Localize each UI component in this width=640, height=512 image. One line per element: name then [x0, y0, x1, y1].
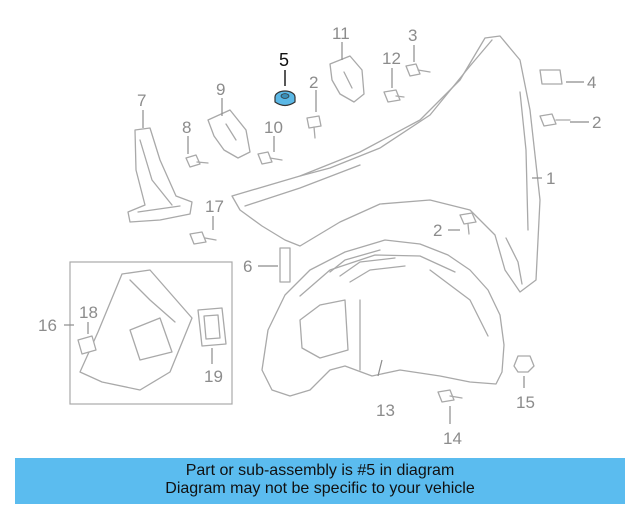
callout-11: 11 [332, 24, 350, 43]
callout-10: 10 [264, 118, 283, 137]
callout-6: 6 [243, 257, 252, 276]
callout-14: 14 [443, 429, 462, 448]
callout-3: 3 [408, 26, 417, 45]
bracket-11 [329, 55, 365, 103]
callout-8: 8 [182, 118, 191, 137]
callout-2b: 2 [309, 73, 318, 92]
callout-12: 12 [382, 49, 401, 68]
callout-18: 18 [79, 303, 98, 322]
callout-4: 4 [587, 73, 596, 92]
fender [231, 35, 541, 293]
callout-2c: 2 [433, 221, 442, 240]
callout-5: 5 [279, 50, 289, 70]
callout-16: 16 [38, 316, 57, 335]
callout-15: 15 [516, 393, 535, 412]
callout-2a: 2 [592, 113, 601, 132]
parts-diagram: 1 2 2 2 3 4 5 6 7 8 9 10 11 12 13 14 15 … [38, 24, 601, 448]
callout-9: 9 [216, 80, 225, 99]
bracket-9 [207, 109, 251, 159]
leader-lines [64, 42, 589, 424]
nut-part-5 [274, 90, 296, 107]
banner-line-2: Diagram may not be specific to your vehi… [165, 480, 475, 497]
callout-7: 7 [137, 91, 146, 110]
info-banner: Part or sub-assembly is #5 in diagram Di… [15, 458, 625, 504]
callout-labels: 1 2 2 2 3 4 5 6 7 8 9 10 11 12 13 14 15 … [38, 24, 601, 448]
callout-19: 19 [204, 367, 223, 386]
callout-17: 17 [205, 197, 224, 216]
callout-1: 1 [546, 169, 555, 188]
callout-13: 13 [376, 401, 395, 420]
fender-liner [261, 239, 505, 397]
panel-group-16 [69, 261, 233, 405]
bracket-7 [127, 127, 193, 223]
fasteners [185, 63, 571, 403]
banner-line-1: Part or sub-assembly is #5 in diagram [185, 462, 455, 479]
